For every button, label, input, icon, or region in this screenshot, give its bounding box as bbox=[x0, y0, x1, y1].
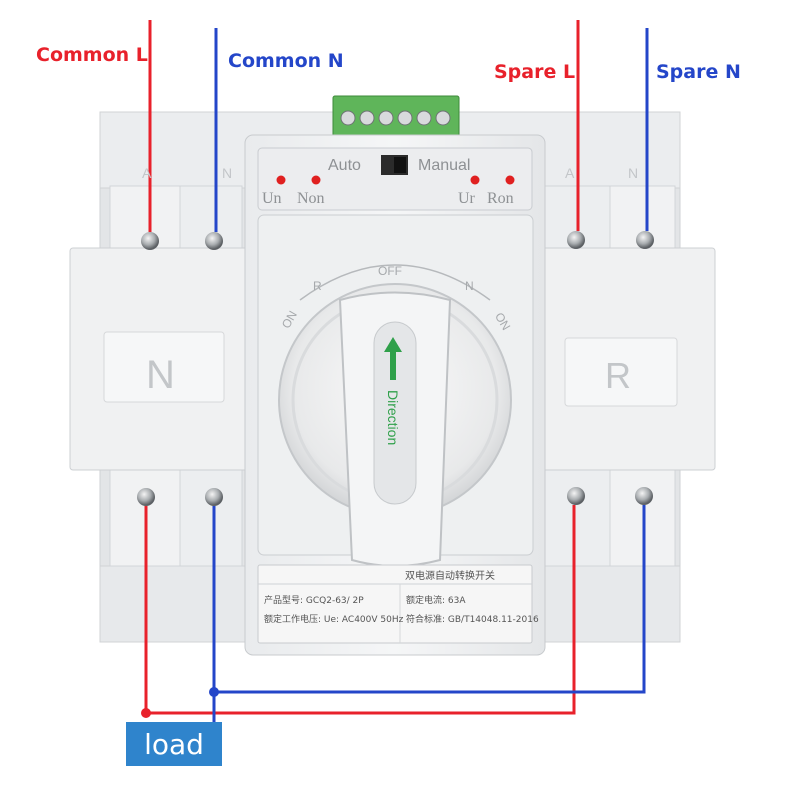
led-ron bbox=[505, 175, 515, 185]
top-letter-left-a: A bbox=[142, 165, 152, 181]
junction-neutral bbox=[209, 687, 219, 697]
indicator-panel bbox=[257, 147, 533, 211]
junction-live bbox=[141, 708, 151, 718]
module-letter-left: N bbox=[146, 353, 175, 397]
screw-top-spare-n bbox=[636, 231, 654, 249]
nameplate-standard: 符合标准: GB/T14048.11-2016 bbox=[406, 613, 539, 625]
nameplate-voltage: 额定工作电压: Ue: AC400V 50Hz bbox=[264, 613, 404, 625]
screw-bottom-spare-n bbox=[635, 487, 653, 505]
dial-r: R bbox=[313, 279, 322, 293]
handle-groove bbox=[373, 321, 417, 505]
right-module-window bbox=[564, 337, 678, 407]
nameplate-current: 额定电流: 63A bbox=[406, 594, 466, 606]
nameplate-model: 产品型号: GCQ2-63/ 2P bbox=[264, 594, 364, 606]
load-label: load bbox=[126, 722, 222, 766]
label-auto: Auto bbox=[328, 157, 361, 174]
label-non: Non bbox=[297, 190, 325, 207]
screw-top-spare-l bbox=[567, 231, 585, 249]
label-spare-n: Spare N bbox=[656, 61, 741, 83]
dial-n: N bbox=[465, 279, 474, 293]
label-manual: Manual bbox=[418, 157, 470, 174]
led-ur bbox=[470, 175, 480, 185]
bottom-left-column-2 bbox=[179, 469, 243, 567]
module-letter-right: R bbox=[605, 355, 631, 396]
label-common-n: Common N bbox=[228, 50, 344, 72]
label-spare-l: Spare L bbox=[494, 61, 576, 83]
dial-arc bbox=[299, 264, 491, 301]
terminal-screws bbox=[340, 110, 451, 126]
live-wires bbox=[144, 20, 580, 715]
top-letter-left-n: N bbox=[222, 165, 232, 181]
screw-bottom-spare-l bbox=[567, 487, 585, 505]
screw-top-common-l bbox=[141, 232, 159, 250]
screw-bottom-common-l bbox=[137, 488, 155, 506]
led-non bbox=[311, 175, 321, 185]
screw-bottom-common-n bbox=[205, 488, 223, 506]
screws bbox=[137, 231, 654, 506]
label-ur: Ur bbox=[458, 190, 476, 207]
label-ron: Ron bbox=[487, 190, 514, 207]
direction-arrow-icon bbox=[384, 337, 402, 380]
label-common-l: Common L bbox=[36, 44, 148, 66]
neutral-wires bbox=[212, 28, 649, 722]
dial-off: OFF bbox=[378, 264, 402, 278]
screw-top-common-n bbox=[205, 232, 223, 250]
wire-spare-n-out bbox=[214, 505, 646, 694]
label-un: Un bbox=[262, 190, 282, 207]
top-letter-right-n: N bbox=[628, 165, 638, 181]
bottom-right-column bbox=[544, 469, 611, 567]
direction-text: Direction bbox=[385, 390, 401, 445]
wire-spare-l-out bbox=[146, 505, 576, 715]
led-un bbox=[276, 175, 286, 185]
left-module-window bbox=[103, 331, 225, 403]
nameplate-title: 双电源自动转换开关 bbox=[405, 569, 495, 582]
top-letter-right-a: A bbox=[565, 165, 575, 181]
